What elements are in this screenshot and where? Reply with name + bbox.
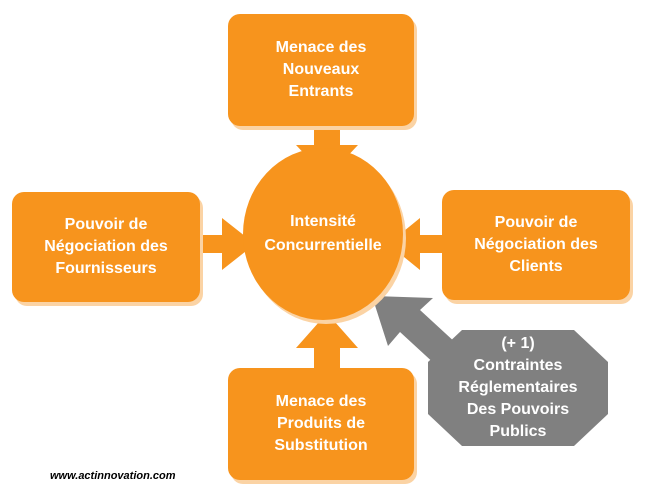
substitutes-line-1: Menace des [275, 393, 367, 410]
regulation-line-1: (+ 1) [501, 335, 535, 352]
clients-line-1: Pouvoir de [494, 214, 578, 231]
regulation-line-5: Publics [489, 423, 547, 440]
regulation-line-2: Contraintes [473, 357, 563, 374]
clients-line-3: Clients [509, 258, 563, 275]
center-line-2: Concurrentielle [264, 237, 382, 254]
credit-url: www.actinnovation.com [50, 470, 176, 482]
clients-box: Pouvoir de Négociation des Clients [442, 190, 630, 300]
center-line-1: Intensité [290, 213, 356, 230]
new-entrants-box: Menace des Nouveaux Entrants [228, 14, 414, 126]
suppliers-box: Pouvoir de Négociation des Fournisseurs [12, 192, 200, 302]
substitutes-line-2: Produits de [276, 415, 365, 432]
arrow-right-icon [192, 218, 255, 270]
arrow-left-icon [388, 218, 452, 270]
new-entrants-line-2: Nouveaux [282, 61, 360, 78]
arrow-up-icon [296, 313, 358, 380]
regulation-octagon [428, 330, 608, 446]
substitutes-line-3: Substitution [274, 437, 368, 454]
substitutes-box: Menace des Produits de Substitution [228, 368, 414, 480]
suppliers-line-3: Fournisseurs [55, 260, 157, 277]
regulation-line-4: Des Pouvoirs [466, 401, 570, 418]
new-entrants-line-3: Entrants [288, 83, 354, 100]
regulation-label: (+ 1) Contraintes Réglementaires Des Pou… [428, 330, 608, 446]
suppliers-line-1: Pouvoir de [64, 216, 148, 233]
suppliers-line-2: Négociation des [44, 238, 168, 255]
regulation-line-3: Réglementaires [458, 379, 578, 396]
competitive-intensity-circle: Intensité Concurrentielle [243, 148, 403, 320]
new-entrants-line-1: Menace des [275, 39, 367, 56]
clients-line-2: Négociation des [474, 236, 598, 253]
